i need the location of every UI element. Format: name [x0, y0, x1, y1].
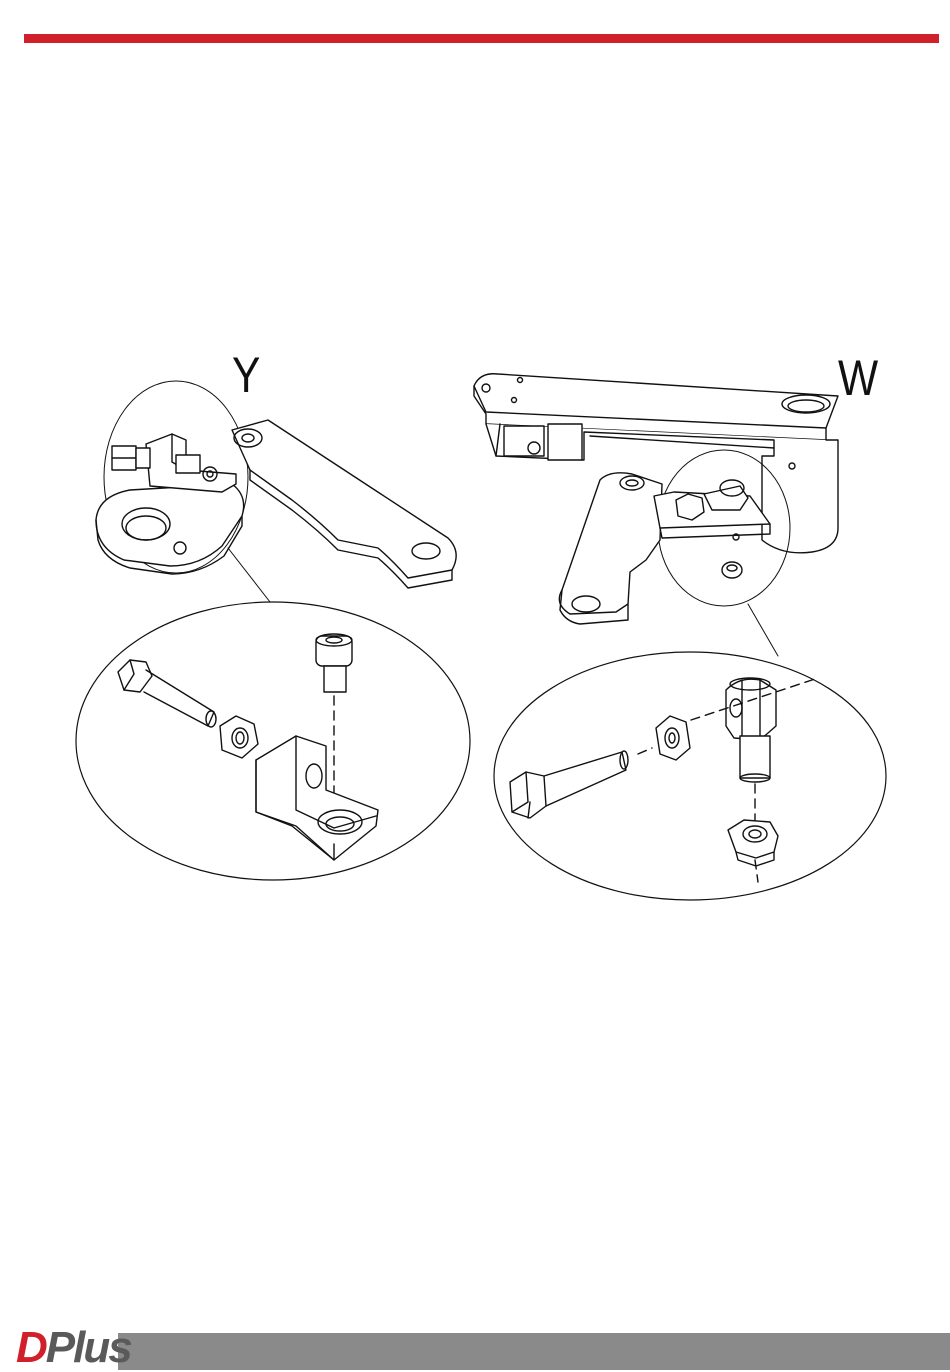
exploded-nut-w — [656, 716, 690, 760]
exploded-pin-w — [638, 678, 818, 882]
exploded-bolt-w — [510, 751, 628, 818]
assembly-y — [76, 381, 470, 880]
brand-logo-d: D — [16, 1326, 46, 1370]
arm-y-long — [232, 420, 456, 588]
assembly-label-w: W — [838, 353, 878, 403]
assembly-w — [474, 374, 886, 900]
brand-logo-plus: Plus — [46, 1326, 131, 1370]
exploded-bolt-y — [118, 660, 216, 727]
exploded-nut-y — [220, 716, 258, 758]
bracket-w — [654, 480, 770, 578]
detail-circle-y-exploded — [76, 602, 470, 880]
assembly-label-y: Y — [232, 350, 260, 400]
leader-line-y — [228, 548, 270, 602]
exploded-bracket-y — [256, 736, 378, 860]
footer-gray-bar — [118, 1333, 950, 1370]
arm-w — [559, 473, 662, 624]
brand-logo: D Plus — [16, 1325, 131, 1370]
detail-circle-w-exploded — [494, 652, 886, 900]
bracket-y — [112, 434, 236, 492]
base-plate-y — [96, 484, 244, 574]
exploded-locknut-w — [728, 820, 778, 866]
leader-line-w — [748, 604, 778, 656]
